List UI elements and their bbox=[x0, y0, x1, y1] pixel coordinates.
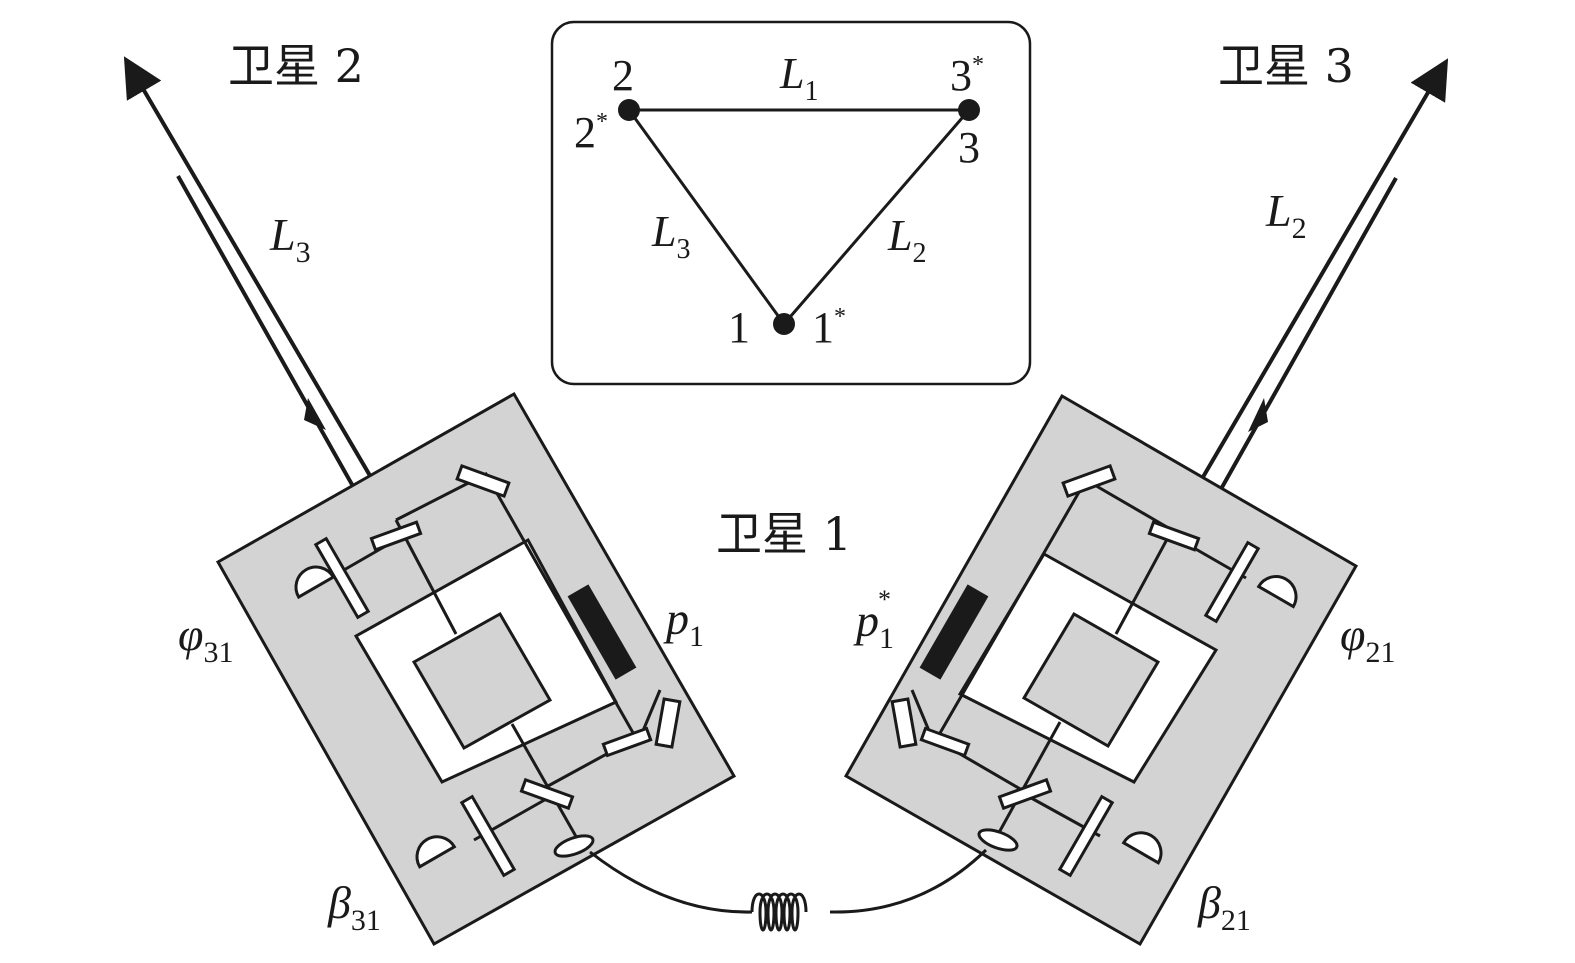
satellite-3-label: 卫星 3 bbox=[1218, 39, 1354, 93]
label-beta-31: β31 bbox=[327, 877, 381, 937]
beamsplitter-phi-left bbox=[369, 520, 423, 552]
laser-p1 bbox=[567, 584, 637, 680]
mirror-laser-left bbox=[601, 726, 653, 758]
beamsplitter-phi-right bbox=[1147, 520, 1201, 552]
inset-arm-left bbox=[627, 109, 786, 325]
photodetector-plate-phi-right bbox=[1203, 540, 1261, 624]
photodetector-phi-left bbox=[294, 565, 336, 600]
photodetector-plate-beta-right bbox=[1057, 794, 1115, 878]
fiber-coupler-left bbox=[553, 834, 595, 858]
inset-node-3 bbox=[958, 99, 980, 121]
inset-label-1-star: 1* bbox=[812, 303, 846, 352]
beam-from-mass-right bbox=[994, 721, 1062, 839]
photodetector-phi-right bbox=[1256, 575, 1298, 609]
test-mass-left bbox=[411, 611, 553, 751]
arm-label-L3: L3 bbox=[269, 209, 311, 269]
fiber-coil bbox=[750, 892, 808, 932]
test-mass-right bbox=[1021, 611, 1161, 749]
inset-label-1: 1 bbox=[728, 303, 750, 352]
constellation-inset: 2 2* 3* 3 1 1* L1 L3 L2 bbox=[550, 20, 1032, 386]
laser-coupler-right bbox=[890, 697, 918, 749]
inset-arm-label-L2: L2 bbox=[887, 211, 926, 269]
inset-arm-right bbox=[782, 109, 971, 325]
inset-label-2: 2 bbox=[612, 51, 634, 100]
mirror-laser-right bbox=[919, 726, 971, 758]
inset-label-3: 3 bbox=[958, 123, 980, 172]
inset-arm-label-L1: L1 bbox=[779, 49, 818, 107]
inset-frame bbox=[550, 20, 1032, 386]
mirror-top-left bbox=[455, 463, 511, 499]
beam-to-mass-right bbox=[1114, 529, 1174, 635]
laser-coupler-left bbox=[654, 697, 682, 749]
outgoing-beam-right bbox=[1170, 58, 1449, 532]
label-phi-21: φ21 bbox=[1340, 609, 1395, 669]
laser-link-right: L2 bbox=[1170, 58, 1449, 532]
optical-bench-right bbox=[843, 393, 1359, 947]
arm-label-L2: L2 bbox=[1265, 185, 1307, 245]
incoming-arrow-right bbox=[1248, 398, 1268, 432]
outgoing-beam-left bbox=[123, 56, 398, 522]
inset-label-3-star: 3* bbox=[950, 51, 984, 100]
inset-label-2-star: 2* bbox=[574, 108, 608, 157]
fiber-left bbox=[589, 850, 753, 914]
laser-p1-star bbox=[919, 584, 989, 680]
reference-loop-left bbox=[395, 472, 639, 788]
photodetector-beta-right bbox=[1121, 831, 1163, 865]
label-phi-31: φ31 bbox=[178, 609, 233, 669]
incoming-beam-left bbox=[176, 175, 374, 521]
satellite-1-label: 卫星 1 bbox=[716, 507, 852, 561]
incoming-beam-right bbox=[1196, 177, 1398, 531]
optical-bench-left bbox=[215, 391, 737, 947]
photodetector-plate-phi-left bbox=[313, 536, 371, 620]
photodetector-beta-left bbox=[415, 835, 457, 869]
incoming-arrow-left bbox=[304, 398, 326, 430]
photodetector-plate-beta-left bbox=[459, 794, 517, 878]
inset-arm-label-L3: L3 bbox=[651, 207, 690, 265]
beamsplitter-beta-right bbox=[997, 777, 1053, 811]
label-p1: p1 bbox=[663, 593, 704, 653]
reference-loop-right bbox=[933, 477, 1173, 792]
label-p1-star: p1* bbox=[853, 585, 894, 655]
beamsplitter-beta-left bbox=[519, 777, 575, 811]
satellite-2-label: 卫星 2 bbox=[228, 39, 364, 93]
fiber-coupler-right bbox=[977, 828, 1019, 852]
mirror-top-right bbox=[1061, 463, 1117, 499]
optical-fiber bbox=[589, 848, 988, 932]
laser-link-left: L3 bbox=[123, 56, 398, 522]
beam-from-mass-left bbox=[510, 723, 580, 841]
inset-node-1 bbox=[773, 313, 795, 335]
inset-node-2 bbox=[618, 99, 640, 121]
fiber-right bbox=[829, 848, 988, 914]
label-beta-21: β21 bbox=[1197, 877, 1251, 937]
